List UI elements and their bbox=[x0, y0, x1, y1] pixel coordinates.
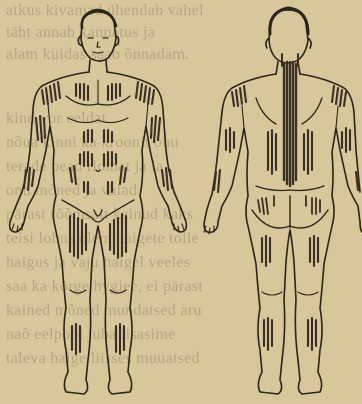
front-body-figure bbox=[10, 10, 187, 394]
back-shaded-regions bbox=[214, 54, 358, 350]
back-head bbox=[269, 10, 308, 63]
front-face bbox=[88, 38, 108, 53]
front-arm-inner-left bbox=[48, 104, 50, 126]
front-shade-forearm-right bbox=[162, 168, 172, 190]
back-shade-lat-right bbox=[304, 130, 312, 174]
back-scapula-left bbox=[256, 98, 276, 124]
front-shade-chest-right bbox=[108, 84, 120, 100]
front-genital bbox=[94, 210, 102, 216]
front-head bbox=[81, 12, 116, 61]
back-shade-calf-left bbox=[264, 318, 272, 350]
front-shade-abdomen bbox=[70, 130, 126, 194]
back-shade-lat-left bbox=[268, 130, 276, 174]
back-shade-calf-right bbox=[308, 318, 316, 350]
back-shade-thigh-left bbox=[262, 236, 270, 266]
back-shade-shoulder-right bbox=[332, 86, 346, 106]
back-shade-buttocks bbox=[258, 196, 320, 214]
front-shade-thigh-left bbox=[70, 214, 86, 258]
back-ear-right bbox=[308, 38, 311, 48]
front-knees bbox=[70, 290, 126, 293]
back-shade-shoulder-left bbox=[232, 86, 246, 106]
back-scapula-right bbox=[302, 98, 322, 124]
front-shade-arm-left bbox=[36, 116, 45, 142]
front-shade-shin-right bbox=[116, 324, 124, 354]
back-arm-inner-left bbox=[242, 106, 244, 128]
back-hair bbox=[270, 8, 308, 34]
front-ribs bbox=[68, 118, 128, 123]
back-shade-spine bbox=[284, 62, 296, 186]
front-shade-arm-right bbox=[151, 116, 160, 142]
front-shade-thigh-right bbox=[110, 214, 126, 258]
front-arm-inner-right bbox=[146, 104, 148, 126]
front-shade-chest-left bbox=[76, 84, 88, 100]
back-arm-inner-right bbox=[336, 106, 338, 128]
front-neck bbox=[89, 60, 107, 72]
front-shade-shin-left bbox=[72, 324, 80, 354]
back-knees bbox=[262, 292, 318, 295]
back-shade-thigh-right bbox=[310, 236, 318, 266]
front-navel bbox=[96, 170, 100, 172]
front-groin bbox=[62, 200, 134, 222]
front-shaded-regions bbox=[24, 82, 172, 354]
front-shade-forearm-left bbox=[24, 168, 34, 190]
